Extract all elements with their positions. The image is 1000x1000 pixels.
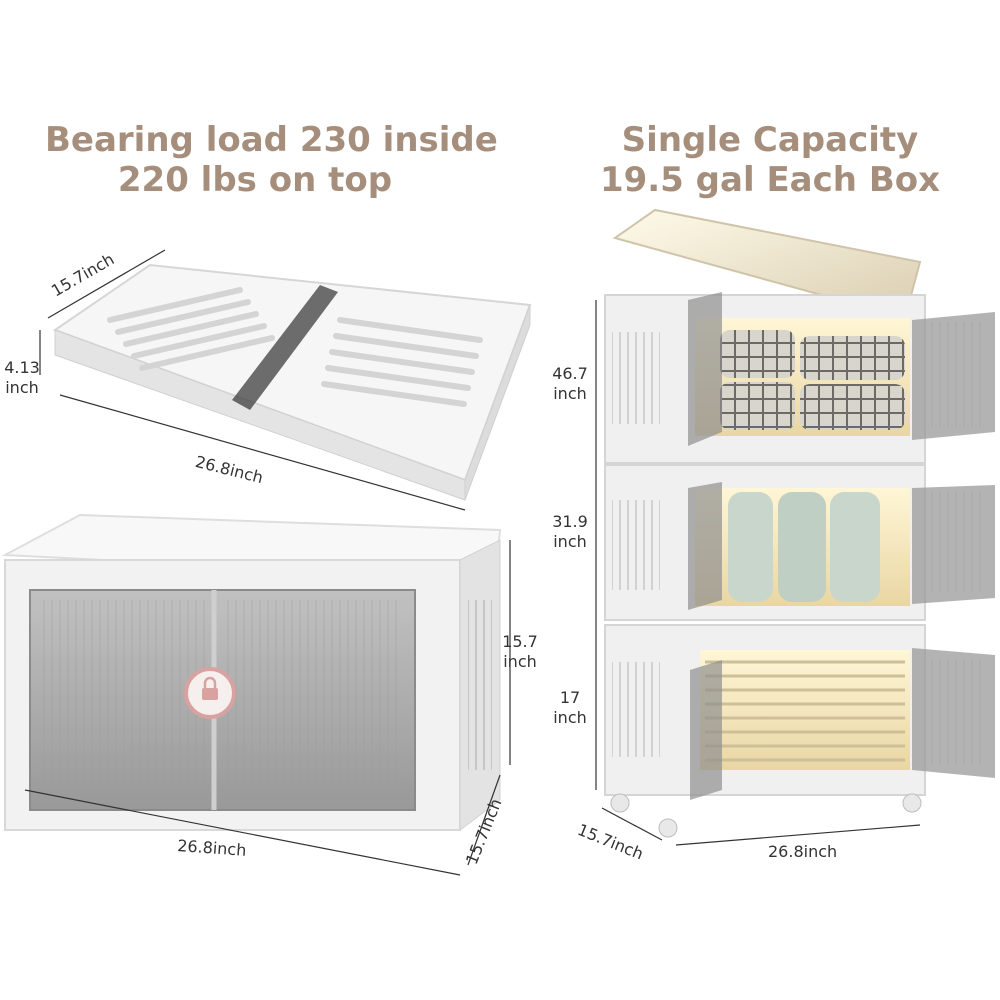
folded-box-illustration [39,249,532,511]
stack-height-low-value: 17 [559,688,581,707]
stack-height-top-label: 46.7 inch [542,364,598,404]
open-box-illustration [1,513,511,876]
stack-height-top-unit: inch [553,384,587,403]
headline-right: Single Capacity 19.5 gal Each Box [560,120,980,200]
stack-height-mid-unit: inch [553,532,587,551]
stack-height-mid-label: 31.9 inch [542,512,598,552]
stack-height-low-unit: inch [553,708,587,727]
stack-width-label: 26.8inch [768,842,838,861]
headline-right-line1: Single Capacity [621,120,919,160]
folded-box-height-label: 4.13 inch [0,358,44,398]
stack-height-top-value: 46.7 [552,364,588,383]
stacked-boxes-illustration [595,208,995,846]
headline-left: Bearing load 230 inside 220 lbs on top [45,120,498,200]
headline-right-line2: 19.5 gal Each Box [599,160,941,200]
headline-left-line1: Bearing load 230 inside [45,120,498,160]
stack-height-low-label: 17 inch [542,688,598,728]
stack-height-mid-value: 31.9 [552,512,588,531]
open-box-height-unit: inch [503,652,537,671]
headline-left-line2: 220 lbs on top [117,160,393,200]
open-box-height-value: 15.7 [502,632,538,651]
open-box-height-label: 15.7 inch [496,632,544,672]
folded-box-height-value: 4.13 [4,358,40,377]
folded-box-height-unit: inch [5,378,39,397]
